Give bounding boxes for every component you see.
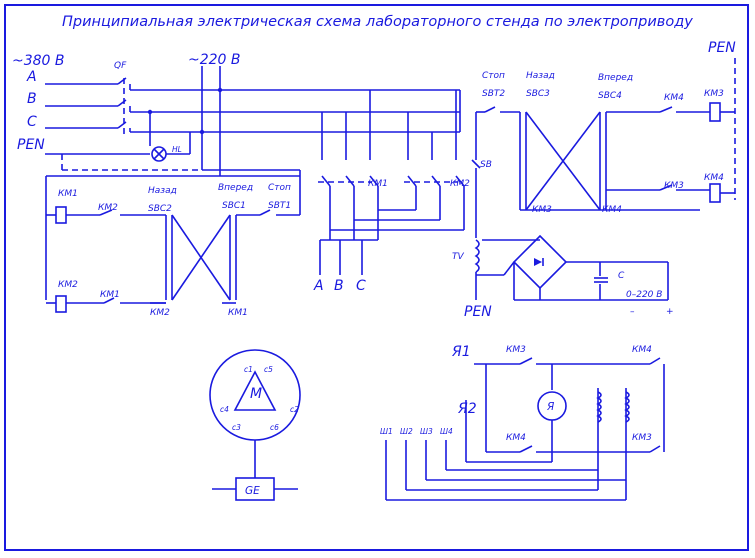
right-sbc4-label: SBC4 (598, 91, 622, 101)
left-vpered-label: Вперед (218, 183, 253, 193)
breaker-qf-label: QF (114, 61, 127, 71)
motor-c2-label: c2 (290, 405, 299, 414)
out-a-label: A (313, 278, 324, 294)
drawing-frame (4, 4, 749, 551)
right-km3-contact-label: КМ3 (664, 181, 684, 191)
ac-motor (209, 349, 301, 501)
left-sbt1-label: SBT1 (268, 201, 291, 211)
rectifier-circuit (474, 234, 669, 301)
right-km3-bottom-label: КМ3 (532, 205, 552, 215)
left-nazad-label: Назад (148, 186, 177, 196)
sh3-label: Ш3 (420, 427, 433, 436)
ya2-label: Я2 (457, 401, 477, 417)
ya1-label: Я1 (451, 344, 471, 360)
out-b-label: B (334, 278, 344, 294)
phase-a-label: A (26, 69, 37, 85)
pen-left-label: PEN (17, 137, 45, 153)
phase-c-label: C (27, 114, 37, 130)
left-km2-bottom-label: КМ2 (150, 308, 170, 318)
right-sbc3-label: SBC3 (526, 89, 550, 99)
left-sbc2-label: SBC2 (148, 204, 172, 214)
right-km4-contact-label: КМ4 (664, 93, 684, 103)
rev-km2-label: КМ2 (450, 179, 470, 189)
motor-c1-label: c1 (244, 365, 253, 374)
right-control-circuit (471, 58, 736, 238)
pen-right-label: PEN (708, 40, 736, 56)
right-km4-bottom-label: КМ4 (602, 205, 622, 215)
plus-label: + (666, 307, 674, 317)
armature-label: Я (546, 401, 555, 413)
tv-label: TV (452, 252, 464, 262)
dc-km3-bottom-label: КМ3 (632, 433, 652, 443)
supply-lines (45, 66, 461, 206)
diagram-title: Принципиальная электрическая схема лабор… (62, 14, 693, 30)
right-km3-coil-label: КМ3 (704, 89, 724, 99)
out-c-label: C (356, 278, 366, 294)
dc-motor-circuit (385, 357, 665, 501)
left-sbc1-label: SBC1 (222, 201, 246, 211)
right-km4-coil-label: КМ4 (704, 173, 724, 183)
motor-c6-label: c6 (270, 423, 279, 432)
phase-b-label: B (27, 91, 37, 107)
motor-c5-label: c5 (264, 365, 273, 374)
motor-m-label: M (250, 386, 262, 402)
pen-bottom-label: PEN (464, 304, 492, 320)
dc-km4-top-label: КМ4 (632, 345, 652, 355)
sh1-label: Ш1 (380, 427, 393, 436)
motor-c4-label: c4 (220, 405, 229, 414)
sb-label: SB (480, 160, 492, 170)
supply-380-label: ~380 В (12, 53, 65, 69)
lamp-hl-label: HL (172, 145, 182, 154)
left-stop-label: Стоп (268, 183, 291, 193)
dc-km3-top-label: КМ3 (506, 345, 526, 355)
left-km2-coil-label: КМ2 (58, 280, 78, 290)
sh4-label: Ш4 (440, 427, 453, 436)
dc-km4-bottom-label: КМ4 (506, 433, 526, 443)
right-stop-label: Стоп (482, 71, 505, 81)
left-control-circuit (45, 175, 301, 313)
right-vpered-label: Вперед (598, 73, 633, 83)
reversing-contactors (318, 90, 465, 275)
capacitor-c-label: C (618, 271, 625, 281)
left-km1-contact-label: КМ1 (100, 290, 120, 300)
left-km1-coil-label: КМ1 (58, 189, 78, 199)
minus-label: – (630, 307, 635, 317)
right-nazad-label: Назад (526, 71, 555, 81)
range-label: 0–220 В (626, 290, 662, 300)
sh2-label: Ш2 (400, 427, 413, 436)
left-km2-contact-label: КМ2 (98, 203, 118, 213)
left-km1-bottom-label: КМ1 (228, 308, 248, 318)
generator-ge-label: GE (245, 485, 260, 497)
supply-220-label: ~220 В (188, 52, 241, 68)
motor-c3-label: c3 (232, 423, 241, 432)
right-sbt2-label: SBT2 (482, 89, 505, 99)
rev-km1-label: КМ1 (368, 179, 388, 189)
